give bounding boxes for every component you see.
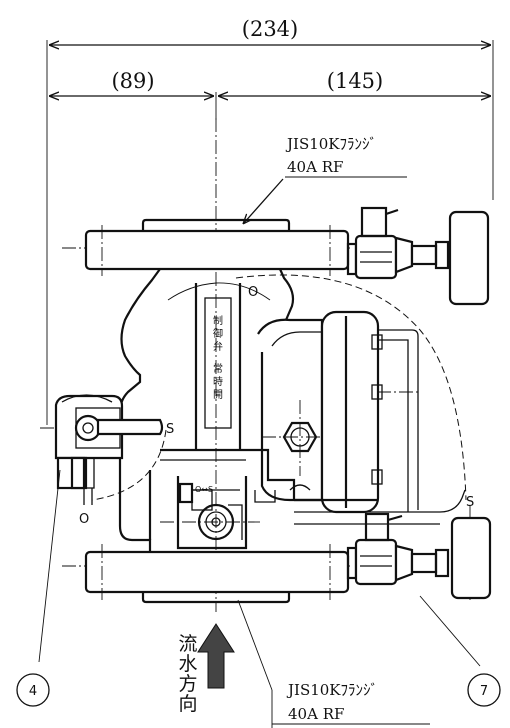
center-lines <box>40 118 471 612</box>
dimension-right: (145) <box>327 69 383 93</box>
right-chamber <box>320 310 419 514</box>
valve-label-char-2: 御 <box>213 327 223 340</box>
bottom-flange-note-line2: 40A RF <box>288 705 344 723</box>
shut-mark-left: S <box>166 422 174 437</box>
top-flange-note-line1: JIS10Kﾌﾗﾝｼﾞ <box>285 135 377 153</box>
valve-label-char-5: 常 <box>213 362 223 375</box>
operation-arcs <box>91 274 467 501</box>
bottom-pressure-gauge <box>450 516 492 600</box>
top-flange <box>84 218 350 276</box>
left-drain-valve <box>54 394 164 505</box>
leader-lines <box>38 176 481 728</box>
flow-arrow <box>197 623 235 689</box>
bottom-flange <box>84 544 350 604</box>
callout-7: 7 <box>467 673 501 707</box>
dimension-lines <box>46 40 494 425</box>
callout-7-label: 7 <box>480 684 488 699</box>
top-ball-valve <box>346 206 490 306</box>
bottom-pipe <box>294 489 466 525</box>
control-valve-label-plate <box>204 297 232 429</box>
valve-label-char-7: 開 <box>213 389 223 401</box>
callout-4: 4 <box>16 673 50 707</box>
open-mark-left: O <box>79 512 89 527</box>
flow-char-4: 向 <box>178 693 197 715</box>
callout-4-label: 4 <box>29 684 37 699</box>
dimension-left: (89) <box>111 69 154 93</box>
flow-char-3: 方 <box>178 673 197 695</box>
left-valve-handle <box>96 418 164 436</box>
valve-label-char-3: 弁 <box>213 340 223 353</box>
shut-mark-right: S <box>466 495 474 510</box>
open-mark-top: O <box>248 285 258 300</box>
hex-plug <box>282 421 318 453</box>
position-indicator: O↔S <box>195 485 213 494</box>
dimension-overall: (234) <box>242 17 298 41</box>
valve-label-char-1: 制 <box>213 314 223 327</box>
center-lower-valve <box>178 482 243 541</box>
flow-char-1: 流 <box>178 633 197 655</box>
bottom-ball-valve <box>346 512 492 600</box>
top-pressure-gauge <box>448 210 490 306</box>
bottom-flange-note-line1: JIS10Kﾌﾗﾝｼﾞ <box>286 681 378 699</box>
valve-body <box>118 268 324 552</box>
valve-label-char-6: 時 <box>213 376 223 388</box>
flow-char-2: 水 <box>178 653 197 675</box>
top-flange-note-line2: 40A RF <box>287 158 343 176</box>
